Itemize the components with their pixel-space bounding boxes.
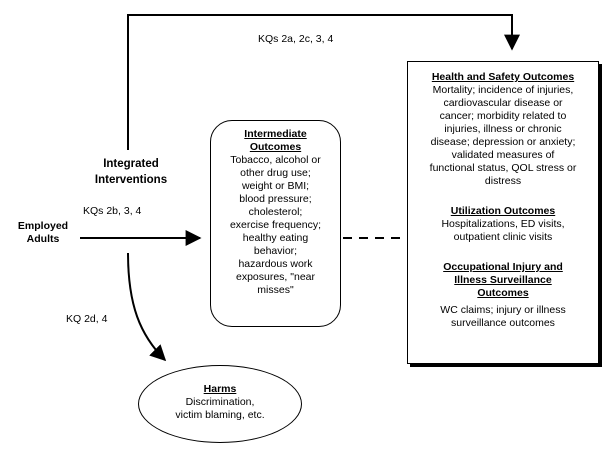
top-arrow-label: KQs 2a, 2c, 3, 4 (258, 33, 334, 45)
population-line: Employed (17, 220, 69, 232)
harms-text: Harms Discrimination, victim blaming, et… (140, 383, 300, 422)
occupational-outcomes-title: Occupational Injury and (443, 261, 563, 273)
intermediate-outcomes-title: Intermediate (244, 128, 307, 140)
intermediate-outcome-line: exposures, "near (235, 271, 316, 283)
health-outcome-line: functional status, QOL stress or (429, 162, 577, 174)
final-outcomes-box (407, 61, 599, 364)
intervention-line: Integrated (103, 158, 159, 170)
occupational-outcomes-title: Illness Surveillance (454, 274, 552, 286)
intermediate-outcome-line: weight or BMI; (241, 180, 310, 192)
health-outcome-line: injuries, illness or chronic (444, 123, 562, 135)
intermediate-outcome-line: behavior; (253, 245, 298, 257)
harms-line: victim blaming, etc. (175, 409, 265, 421)
health-outcomes-title: Health and Safety Outcomes (431, 71, 575, 83)
top-arrow-line (127, 14, 520, 150)
health-outcome-line: validated measures of (451, 149, 555, 161)
health-outcome-line: distress (484, 175, 522, 187)
intermediate-outcome-line: healthy eating (242, 232, 309, 244)
utilization-outcome-line: outpatient clinic visits (453, 231, 553, 243)
harms-arrow-line (127, 252, 167, 362)
occupational-outcome-line: WC claims; injury or illness (440, 304, 566, 316)
intermediate-outcomes-text: Intermediate Outcomes Tobacco, alcohol o… (212, 128, 339, 297)
intervention-line: Interventions (94, 174, 168, 186)
health-outcome-line: disease; depression or anxiety; (430, 136, 576, 148)
population-line: Adults (26, 233, 60, 245)
intermediate-outcome-line: misses" (257, 284, 294, 296)
occupational-outcome-line: surveillance outcomes (451, 317, 555, 329)
intermediate-outcome-line: cholesterol; (248, 206, 303, 218)
intermediate-outcomes-box (210, 120, 341, 327)
harms-ellipse (138, 365, 302, 443)
health-outcome-line: cancer; morbidity related to (439, 110, 567, 122)
utilization-outcomes-title: Utilization Outcomes (450, 205, 556, 217)
intermediate-outcome-line: exercise frequency; (229, 219, 322, 231)
middle-arrow-label: KQs 2b, 3, 4 (83, 205, 142, 217)
intermediate-outcome-line: other drug use; (240, 167, 311, 179)
intermediate-outcome-line: blood pressure; (239, 193, 312, 205)
utilization-outcome-line: Hospitalizations, ED visits, (441, 218, 565, 230)
harms-title: Harms (203, 383, 237, 395)
intermediate-outcome-line: hazardous work (238, 258, 313, 270)
health-outcome-line: cardiovascular disease or (443, 97, 563, 109)
health-outcome-line: Mortality; incidence of injuries, (432, 84, 574, 96)
intermediate-outcomes-title: Outcomes (249, 141, 302, 153)
harms-arrow-label: KQ 2d, 4 (66, 313, 108, 325)
intervention-label: Integrated Interventions (78, 156, 184, 188)
occupational-outcomes-title: Outcomes (477, 287, 529, 299)
population-label: Employed Adults (6, 220, 80, 246)
harms-line: Discrimination, (185, 396, 255, 408)
final-outcomes-text: Health and Safety Outcomes Mortality; in… (409, 71, 597, 330)
intermediate-outcome-line: Tobacco, alcohol or (230, 154, 321, 166)
